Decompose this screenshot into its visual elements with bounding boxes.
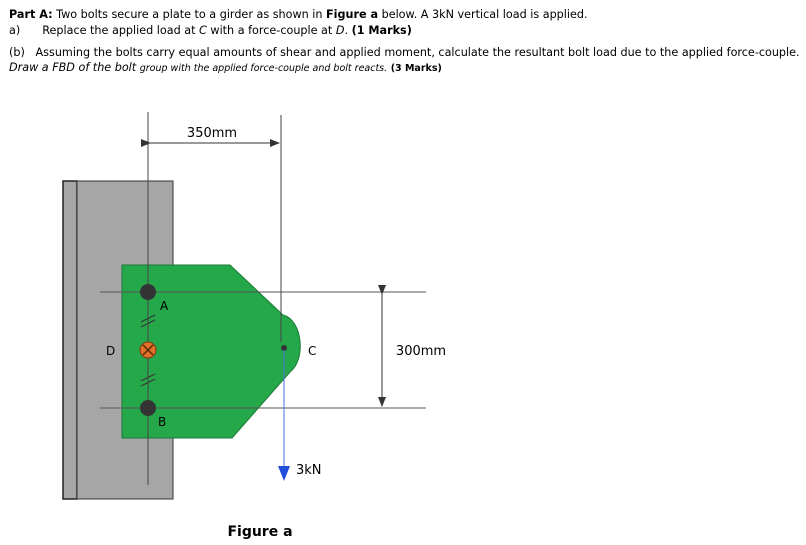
load-label: 3kN <box>296 463 322 478</box>
bolt-a <box>140 284 156 300</box>
point-c-ref: C <box>199 24 207 37</box>
girder-flange <box>62 180 78 500</box>
question-a-text-end: . <box>344 24 349 37</box>
figure-caption: Figure a <box>227 524 292 540</box>
question-b-fbd-small: group with the applied force-couple and … <box>139 63 388 74</box>
intro-post: below. A 3kN vertical load is applied. <box>378 8 588 21</box>
load-arrow-head <box>278 466 290 481</box>
equal-spacing-marks <box>140 314 156 387</box>
problem-statement: Part A: Two bolts secure a plate to a gi… <box>9 7 804 76</box>
label-a: A <box>160 299 169 313</box>
question-a-text-mid: with a force-couple at <box>206 24 336 37</box>
part-label: Part A: <box>9 8 53 21</box>
intro-pre: Two bolts secure a plate to a girder as … <box>52 8 327 21</box>
question-a: a) Replace the applied load at C with a f… <box>9 23 804 38</box>
point-d-marker <box>139 341 157 359</box>
question-a-text-pre: Replace the applied load at <box>42 24 200 37</box>
question-a-marks: (1 Marks) <box>351 24 412 37</box>
question-b-label: (b) <box>9 46 25 59</box>
dim-350-label: 350mm <box>187 126 237 141</box>
bolt-b <box>140 400 156 416</box>
point-d-ref: D <box>335 24 345 37</box>
plate <box>121 264 301 439</box>
label-c: C <box>308 344 316 358</box>
question-a-label: a) <box>9 24 21 37</box>
question-b: (b) Assuming the bolts carry equal amoun… <box>9 45 804 76</box>
point-c <box>281 345 287 351</box>
question-b-text: Assuming the bolts carry equal amounts o… <box>35 46 800 59</box>
question-b-marks: (3 Marks) <box>390 63 442 74</box>
label-d: D <box>106 344 115 358</box>
question-b-fbd: Draw a FBD of the bolt <box>9 61 137 74</box>
label-b: B <box>158 415 166 429</box>
intro-line: Part A: Two bolts secure a plate to a gi… <box>9 7 804 22</box>
figure-reference: Figure a <box>326 8 379 21</box>
dim-300-label: 300mm <box>396 344 446 359</box>
